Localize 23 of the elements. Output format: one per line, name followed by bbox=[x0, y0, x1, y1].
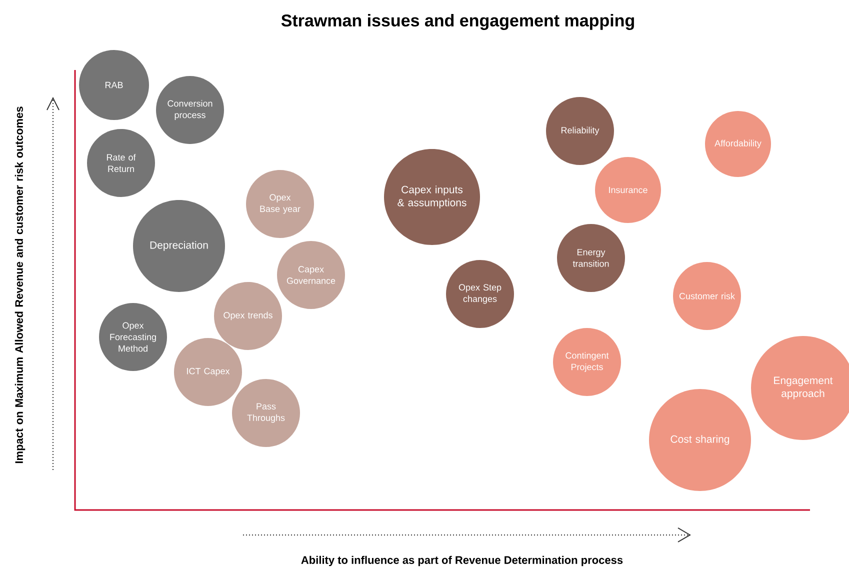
title: Strawman issues and engagement mapping bbox=[281, 14, 634, 30]
issue-bubble: Engagement approach bbox=[751, 336, 849, 440]
issue-bubble: Pass Throughs bbox=[232, 379, 300, 447]
axis-label: Ability to influence as part of Revenue Determination process bbox=[301, 556, 623, 566]
issue-bubble: Contingent Projects bbox=[553, 328, 621, 396]
issue-bubble: Depreciation bbox=[133, 200, 225, 292]
issue-bubble: Conversion process bbox=[156, 76, 224, 144]
issue-bubble: ICT Capex bbox=[174, 338, 242, 406]
issue-bubble: Capex Governance bbox=[277, 241, 345, 309]
issue-bubble: Rate of Return bbox=[87, 129, 155, 197]
issue-bubble: Affordability bbox=[705, 111, 771, 177]
issue-bubble: Cost sharing bbox=[649, 389, 751, 491]
issue-bubble: Opex Step changes bbox=[446, 260, 514, 328]
issue-bubble: Energy transition bbox=[557, 224, 625, 292]
issue-bubble: Insurance bbox=[595, 157, 661, 223]
issue-bubble: Opex Base year bbox=[246, 170, 314, 238]
issue-bubble: RAB bbox=[79, 50, 149, 120]
axis-label: Impact on Maximum Allowed Revenue and customer risk outcomes bbox=[14, 106, 26, 464]
issue-bubble: Opex trends bbox=[214, 282, 282, 350]
issue-bubble: Capex inputs & assumptions bbox=[384, 149, 480, 245]
issue-bubble: Opex Forecasting Method bbox=[99, 303, 167, 371]
issue-bubble: Customer risk bbox=[673, 262, 741, 330]
issue-bubble: Reliability bbox=[546, 97, 614, 165]
